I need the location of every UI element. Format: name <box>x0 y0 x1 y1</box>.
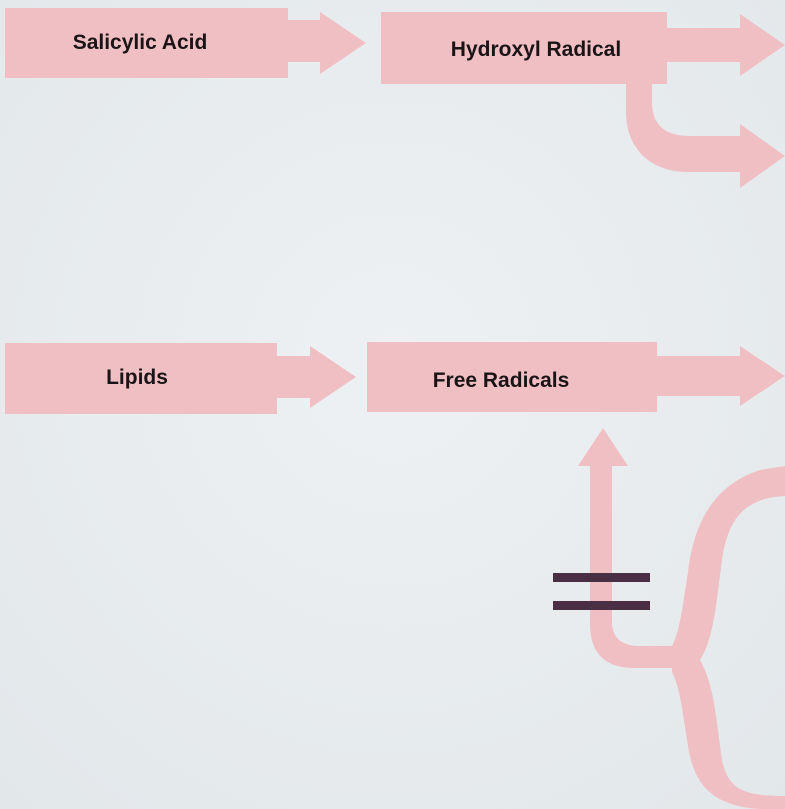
free-radicals-label: Free Radicals <box>433 369 570 392</box>
salicylic-acid-arrow <box>5 8 366 78</box>
free-radicals-arrow <box>367 342 785 412</box>
hydroxyl-radical-label: Hydroxyl Radical <box>451 38 621 61</box>
arrows-layer <box>5 8 785 809</box>
equals-sign-top-bar <box>553 573 650 582</box>
equals-sign-group <box>553 573 650 610</box>
lipids-label: Lipids <box>106 366 168 389</box>
right-brace <box>672 466 785 809</box>
hydroxyl-radical-arrow <box>381 12 785 84</box>
hydroxyl-branch-arrow <box>626 84 785 188</box>
equals-sign-bottom-bar <box>553 601 650 610</box>
salicylic-acid-label: Salicylic Acid <box>73 31 208 54</box>
lipids-arrow <box>5 343 356 414</box>
